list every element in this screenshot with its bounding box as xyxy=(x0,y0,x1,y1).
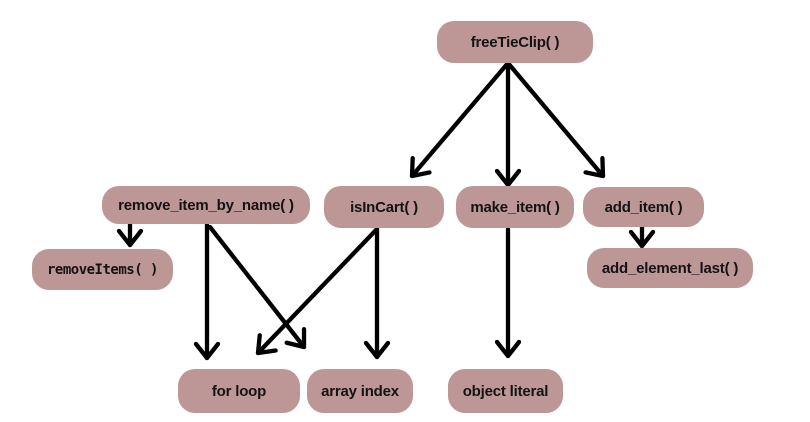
edge-isInCart-to-for_loop xyxy=(255,226,380,356)
node-label: remove_item_by_name( ) xyxy=(118,196,294,214)
node-remove_item_by_name: remove_item_by_name( ) xyxy=(102,186,310,224)
node-label: array index xyxy=(321,382,399,400)
node-isInCart: isInCart( ) xyxy=(324,186,444,228)
edge-remove_item_by_name-to-array_index xyxy=(207,224,307,350)
node-label: isInCart( ) xyxy=(350,198,418,216)
node-freeTieClip: freeTieClip( ) xyxy=(437,21,593,63)
node-label: make_item( ) xyxy=(470,198,560,216)
node-make_item: make_item( ) xyxy=(456,186,574,228)
node-removeItems: removeItems( ) xyxy=(32,249,173,290)
edge-freeTieClip-to-isInCart xyxy=(409,60,511,179)
edge-freeTieClip-to-add_item xyxy=(505,60,606,179)
node-label: object literal xyxy=(462,382,549,400)
node-add_element_last: add_element_last( ) xyxy=(587,248,753,288)
node-label: add_item( ) xyxy=(604,198,683,216)
node-for_loop: for loop xyxy=(178,369,300,413)
node-array_index: array index xyxy=(307,369,413,413)
node-label: freeTieClip( ) xyxy=(470,33,560,51)
node-object_literal: object literal xyxy=(448,369,563,413)
node-add_item: add_item( ) xyxy=(583,187,704,227)
node-label: add_element_last( ) xyxy=(601,259,739,277)
node-label: removeItems( ) xyxy=(46,261,159,278)
node-label: for loop xyxy=(211,382,267,400)
